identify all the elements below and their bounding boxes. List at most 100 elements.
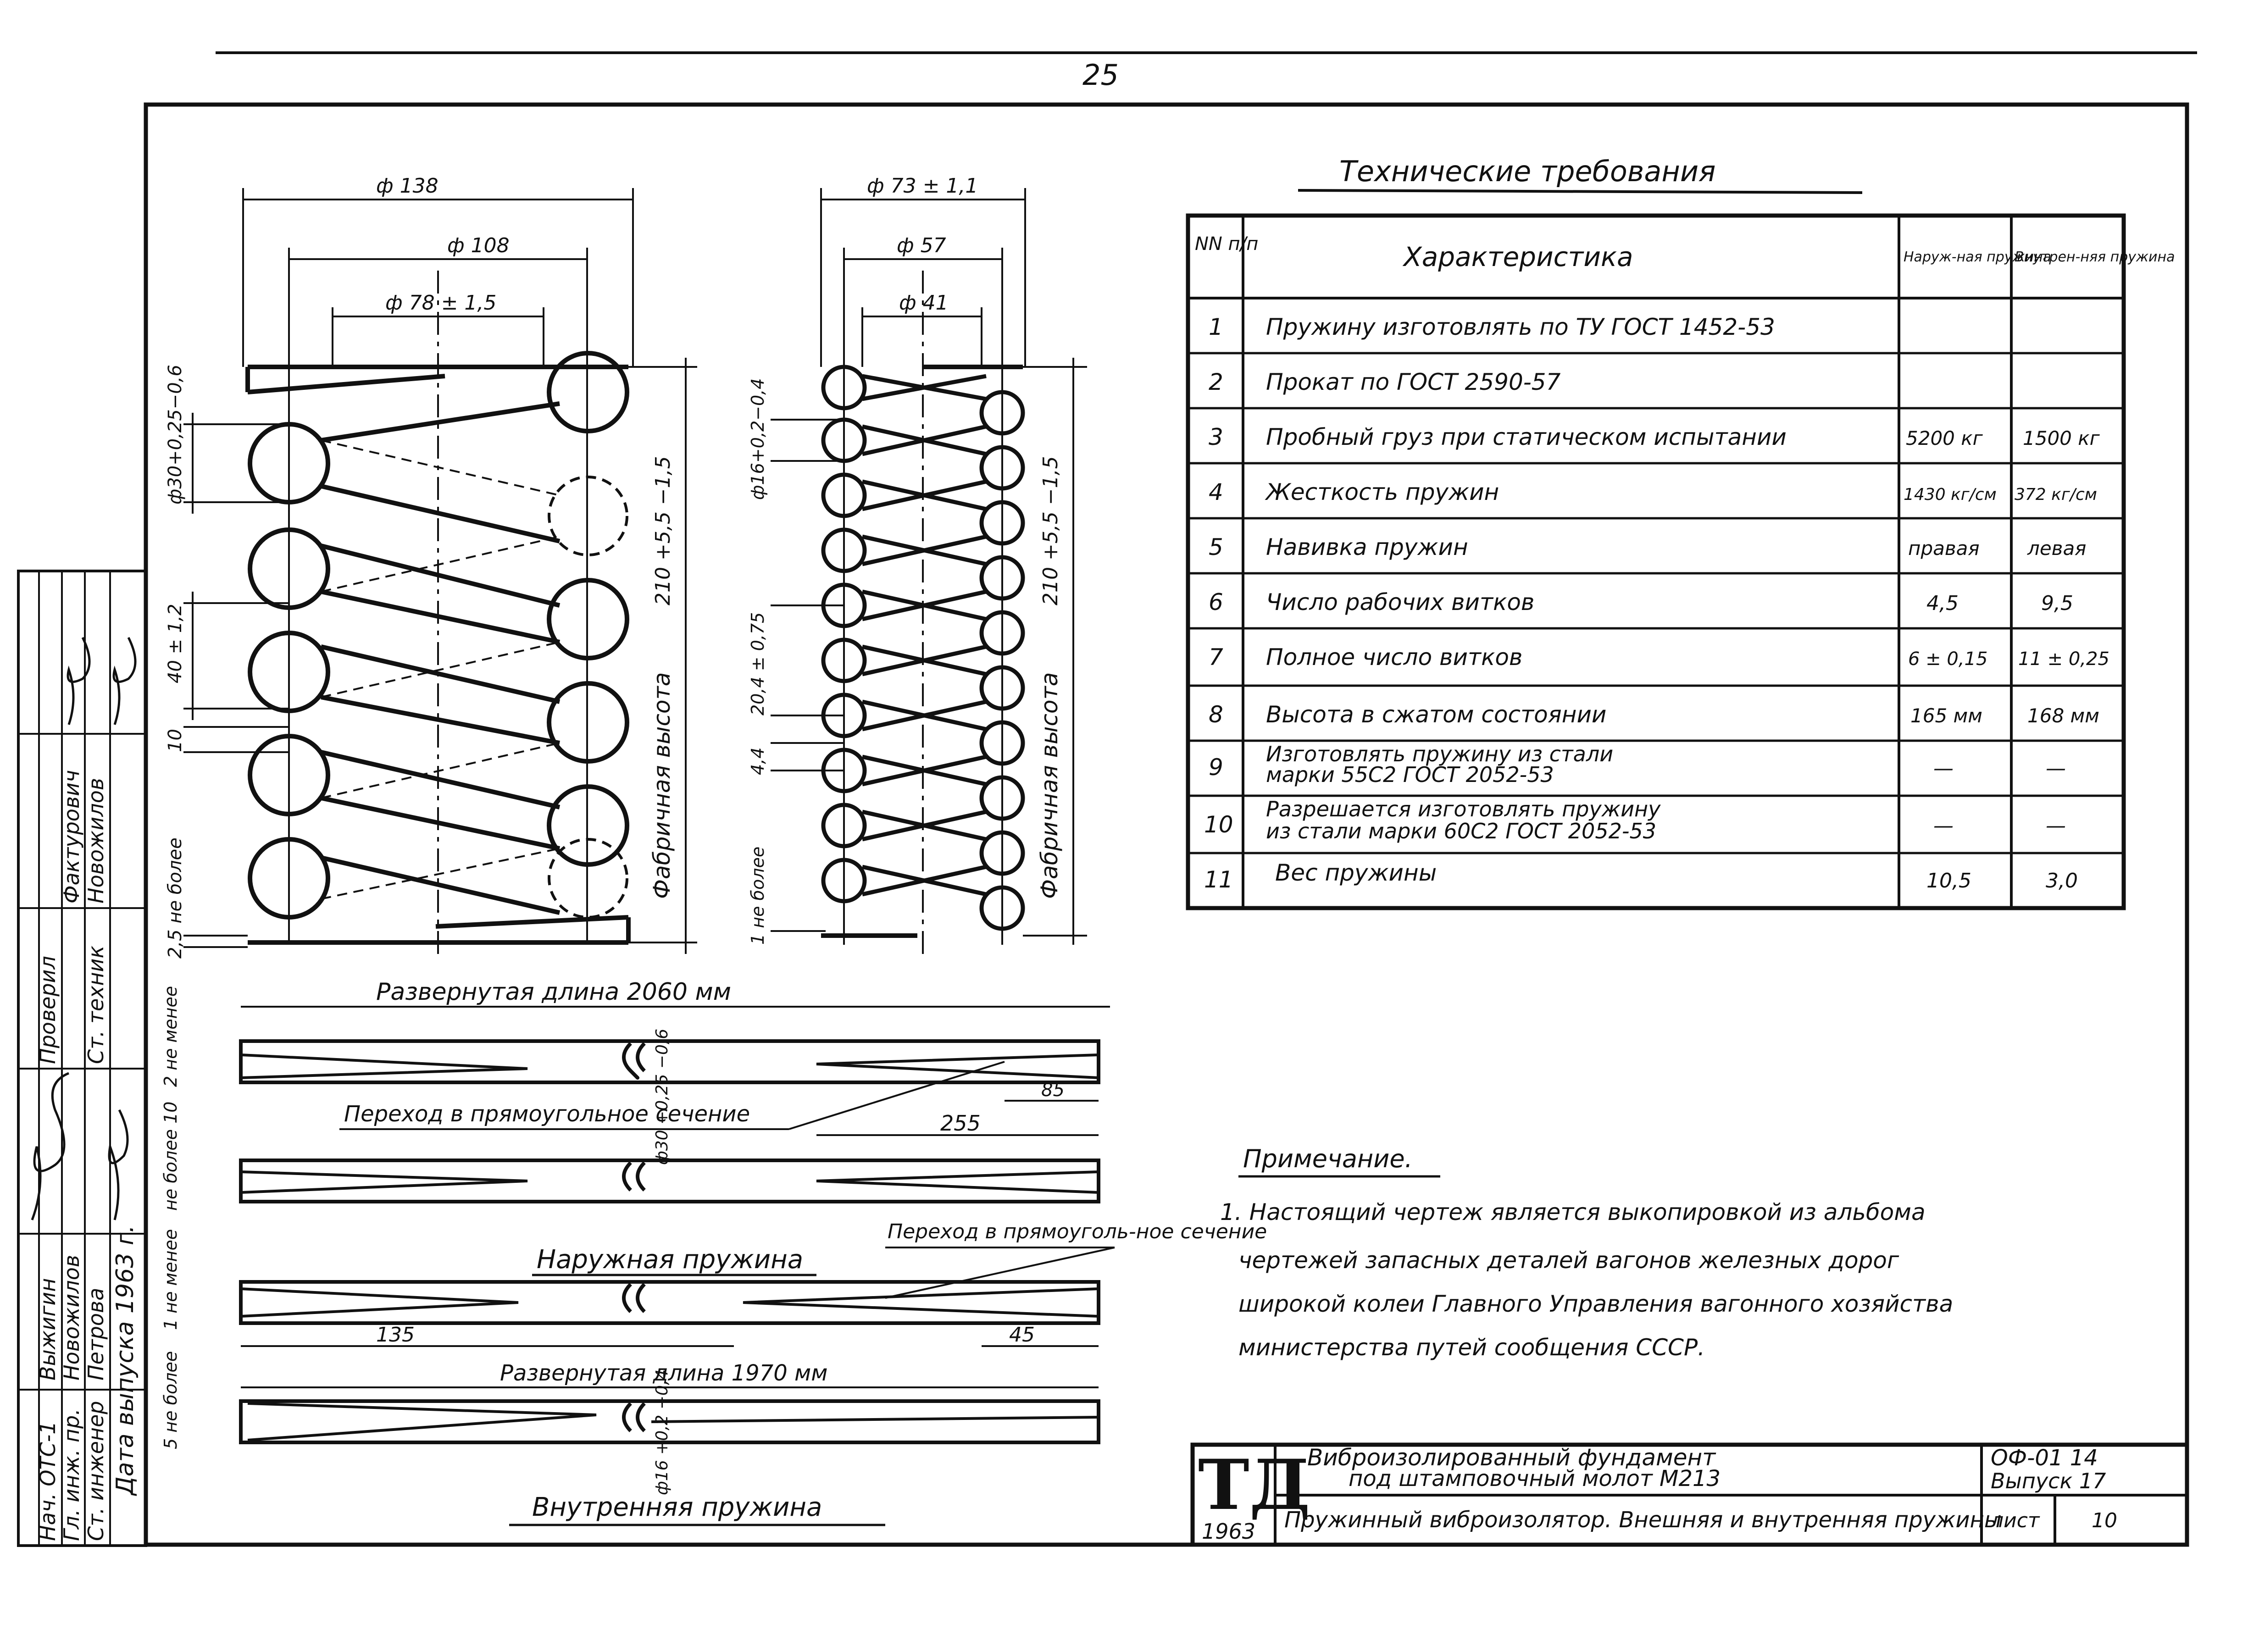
dim-45: 45 [1009,1323,1035,1347]
stamp-role-3: Ст. инженер [83,1401,108,1541]
inner-spring-drawing: ф 73 ± 1,1 ф 57 ф 41 [748,174,1087,959]
title-block: ТД 1963 Виброизолированный фундамент под… [1190,1442,2189,1547]
inner-dim-wire: ф16+0,2−0,4 [748,378,768,500]
row-10-outer: — [1933,814,1954,837]
side-label-2: не более 10 [161,1102,181,1211]
row-7-text: Полное число витков [1266,644,1522,671]
stamp-name-1: Выжигин [35,1278,60,1380]
row-5-num: 5 [1209,534,1223,560]
stamp-role-2: Гл. инж. пр. [59,1408,84,1541]
row-9-outer: — [1933,757,1954,780]
dim-255: 255 [940,1111,981,1136]
outer-height-label: Фабричная высота [649,672,675,899]
title-code: ОФ-01 14 [1991,1445,2098,1471]
inner-dim-gap: 4,4 [748,748,768,775]
row-4-num: 4 [1209,479,1223,505]
row-3-inner: 1500 кг [2023,427,2100,449]
row-3-text: Пробный груз при статическом испытании [1266,424,1787,450]
signature-4 [112,637,137,725]
row-1-num: 1 [1209,314,1223,340]
row-11-inner: 3,0 [2046,869,2078,893]
side-label-3: 1 не менее [161,1229,181,1330]
note-line-2: чертежей запасных деталей вагонов железн… [1238,1247,1899,1274]
title-line-2: под штамповочный молот М213 [1349,1466,1721,1491]
row-3-outer: 5200 кг [1906,427,1983,449]
row-2-num: 2 [1209,369,1223,395]
stamp-name-2: Новожилов [59,1255,84,1380]
dim-wire-inner: ф16 +0,2 −0,4 [653,1369,672,1495]
unrolled-bars: Развернутая длина 2060 мм 85 255 Переход… [161,978,1267,1526]
row-7-inner: 11 ± 0,25 [2018,649,2109,670]
left-stamp: Нач. ОТС-1 Выжигин Гл. инж. пр. Новожило… [17,570,147,1547]
title-issue: Выпуск 17 [1991,1469,2106,1493]
row-9-inner: — [2046,757,2066,780]
row-4-text: Жесткость пружин [1265,479,1499,505]
side-label-1: 2 не менее [161,986,181,1087]
row-10-text: Разрешается изготовлять пружину [1266,797,1661,821]
td-logo: ТД [1198,1445,1310,1525]
side-label-4: 5 не более [161,1351,181,1449]
row-6-inner: 9,5 [2041,592,2073,615]
header-char: Характеристика [1402,241,1633,272]
row-3-num: 3 [1209,424,1223,450]
signature-2 [108,1109,129,1220]
row-5-text: Навивка пружин [1266,534,1468,560]
note-title: Примечание. [1243,1144,1413,1173]
dim-85: 85 [1041,1080,1065,1101]
outer-dim-gap: 10 [165,729,186,752]
row-1-text: Пружину изготовлять по ТУ ГОСТ 1452-53 [1266,314,1775,340]
outer-dim-pitch: 40 ± 1,2 [165,604,186,683]
dim-wire-outer: ф30 +0,25 −0,6 [653,1029,672,1165]
header-outer: Наруж-ная пружина [1904,249,2051,265]
row-6-text: Число рабочих витков [1266,589,1534,615]
row-6-num: 6 [1209,589,1223,615]
outer-unrolled-length: Развернутая длина 2060 мм [376,978,731,1006]
row-8-outer: 165 мм [1910,704,1982,727]
row-8-inner: 168 мм [2027,704,2099,727]
signature-1 [31,1072,69,1220]
transition-label-2: Переход в прямоуголь-ное сечение [888,1220,1267,1243]
sheet-label: лист [1990,1509,2040,1532]
row-4-outer: 1430 кг/см [1904,485,1997,504]
row-11-outer: 10,5 [1926,869,1971,893]
row-2-text: Прокат по ГОСТ 2590-57 [1266,369,1561,395]
title-line-1: Виброизолированный фундамент [1307,1444,1716,1471]
outer-dim-end-gap: 2,5 не более [165,837,186,959]
inner-unrolled-length: Развернутая длина 1970 мм [500,1360,827,1386]
row-5-inner: левая [2027,537,2086,560]
row-6-outer: 4,5 [1926,592,1959,615]
inner-height-value: 210 +5,5 −1,5 [1039,456,1062,605]
outer-dim-78: ф 78 ± 1,5 [385,291,496,315]
row-9-text2: марки 55С2 ГОСТ 2052-53 [1266,762,1554,787]
header-inner: Внутрен-няя пружина [2015,249,2175,265]
row-5-outer: правая [1908,537,1980,560]
outer-spring-caption: Наружная пружина [537,1245,803,1275]
row-8-text: Высота в сжатом состоянии [1266,701,1606,728]
row-10-text2: из стали марки 60С2 ГОСТ 2052-53 [1266,819,1656,843]
row-11-num: 11 [1204,866,1233,893]
header-num: NN п/п [1195,233,1258,255]
outer-dim-108: ф 108 [447,234,510,257]
page-number: 25 [1082,58,1119,92]
row-11-text: Вес пружины [1275,859,1437,886]
note-line-4: министерства путей сообщения СССР. [1238,1334,1705,1361]
note-line-1: 1. Настоящий чертеж является выкопировко… [1220,1199,1926,1225]
stamp-role-4: Ст. техник [83,946,108,1064]
dim-135: 135 [376,1323,415,1347]
outer-spring-drawing: ф 138 ф 108 ф 78 ± 1,5 [165,174,697,959]
stamp-role-1: Нач. ОТС-1 [35,1421,60,1541]
title-line-3: Пружинный виброизолятор. Внешняя и внутр… [1284,1507,2002,1533]
inner-height-label: Фабричная высота [1036,672,1063,899]
stamp-name-5: Фактурович [59,770,84,904]
row-7-outer: 6 ± 0,15 [1908,649,1987,670]
inner-dim-pitch: 20,4 ± 0,75 [748,612,768,715]
row-10-inner: — [2046,814,2066,837]
stamp-name-4: Проверил [35,956,60,1064]
title-year: 1963 [1202,1519,1255,1544]
row-9-num: 9 [1209,754,1223,781]
requirements-table: Технические требования NN п/п Характерис… [1186,155,2175,910]
outer-dim-138: ф 138 [376,174,438,198]
sheet-number: 10 [2092,1509,2117,1532]
inner-dim-end-gap: 1 не более [748,847,768,945]
